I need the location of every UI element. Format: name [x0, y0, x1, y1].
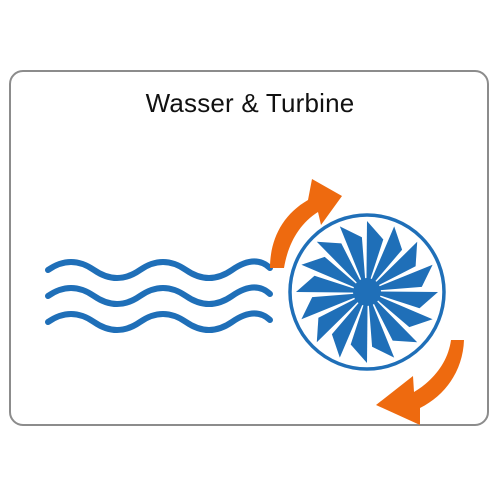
wave-bottom	[45, 310, 273, 333]
turbine-blade	[316, 295, 364, 343]
wave-top-real	[45, 258, 273, 281]
turbine-hub	[353, 278, 381, 306]
turbine-blade	[372, 291, 438, 309]
arrow-bottom	[376, 340, 464, 425]
turbine-blade	[368, 226, 403, 287]
turbine-wheel-icon	[288, 213, 446, 371]
arrow-top	[270, 179, 342, 268]
turbine-blade	[296, 275, 362, 293]
turbine-blade	[339, 226, 366, 287]
turbine-blade	[372, 264, 433, 291]
turbine-blade	[301, 293, 362, 320]
wave-middle	[45, 284, 273, 307]
turbine-blade	[301, 256, 362, 291]
turbine-blade	[370, 241, 418, 289]
water-waves-icon	[45, 258, 273, 333]
diagram-title: Wasser & Turbine	[145, 88, 355, 118]
turbine-blade	[316, 241, 364, 289]
turbine-blade	[350, 297, 368, 363]
turbine-blade	[370, 295, 418, 343]
turbine-blade	[372, 293, 433, 328]
turbine-blade	[331, 297, 366, 358]
turbine-blade	[366, 221, 384, 287]
rotation-arrow-icon	[270, 179, 464, 425]
turbine-blade	[368, 297, 395, 358]
